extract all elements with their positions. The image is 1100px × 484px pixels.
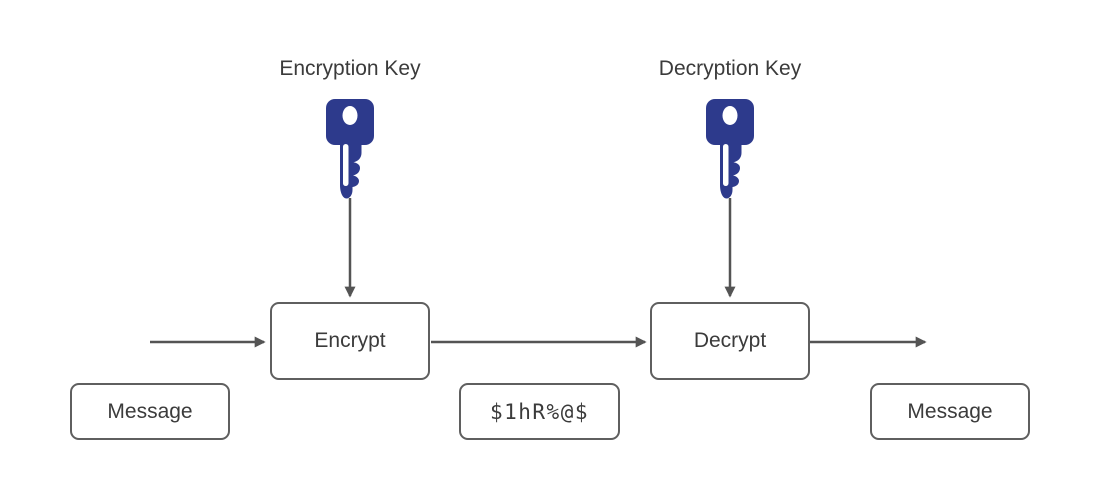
decryption-key-icon [706, 99, 754, 199]
encryption-key-icon [326, 99, 374, 199]
decrypt-box: Decrypt [650, 302, 810, 380]
message-input-box: Message [70, 383, 230, 440]
ciphertext-box: $1hR%@$ [459, 383, 620, 440]
encrypt-box: Encrypt [270, 302, 430, 380]
decryption-key-label: Decryption Key [658, 57, 802, 80]
encryption-key-label: Encryption Key [279, 57, 421, 80]
encrypt-box-label: Encrypt [314, 329, 386, 352]
message-output-label: Message [907, 399, 993, 423]
message-input-label: Message [107, 399, 193, 423]
message-output-box: Message [870, 383, 1030, 440]
decrypt-box-label: Decrypt [693, 329, 767, 352]
ciphertext-label: $1hR%@$ [489, 399, 589, 424]
